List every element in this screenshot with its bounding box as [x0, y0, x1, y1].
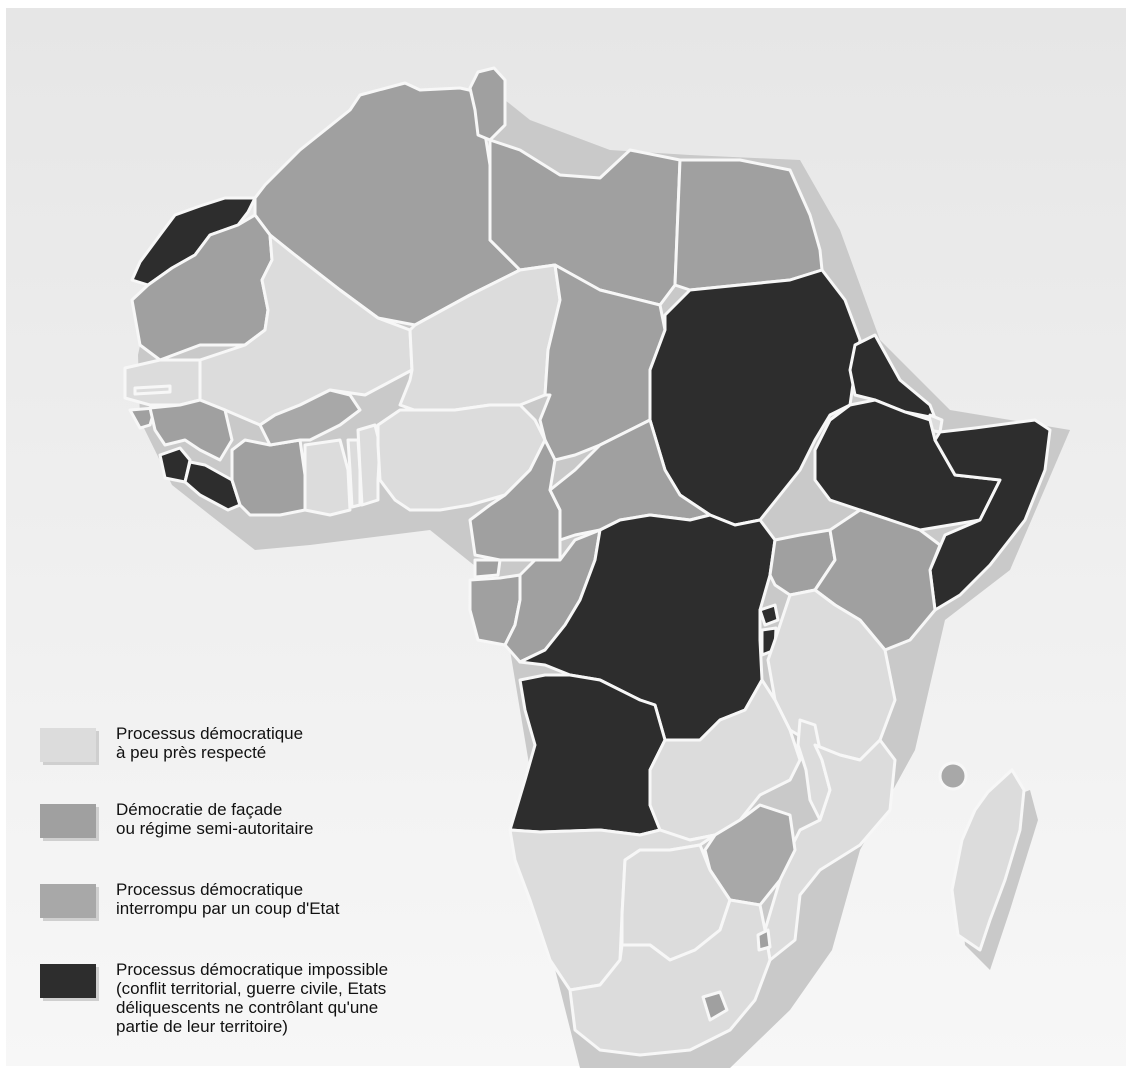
country-zambia [648, 678, 802, 842]
legend-label-coup: Processus démocratique interrompu par un… [116, 880, 340, 918]
country-tunisia [468, 66, 507, 142]
country-ethiopia [813, 398, 1002, 532]
country-swaziland [756, 928, 772, 952]
country-guinea [148, 398, 234, 462]
legend-label-dark: Processus démocratique impossible (confl… [116, 960, 389, 1036]
country-chad [538, 263, 667, 462]
legend-item-light: Processus démocratique à peu près respec… [40, 724, 303, 762]
country-cameroon [468, 438, 562, 562]
country-benin [356, 423, 382, 507]
country-equatorial-guinea [473, 558, 502, 579]
country-senegal [123, 358, 202, 407]
country-eritrea [848, 333, 937, 420]
country-gambia [133, 384, 172, 396]
country-somalia [928, 418, 1052, 612]
country-niger [398, 263, 562, 414]
countries [123, 66, 1052, 1057]
legend-item-medium: Démocratie de façade ou régime semi-auto… [40, 800, 313, 838]
country-ivory-coast [230, 438, 307, 517]
legend-swatch-light [40, 728, 96, 762]
legend-label-medium: Démocratie de façade ou régime semi-auto… [116, 800, 314, 838]
legend-swatch-medium [40, 804, 96, 838]
legend-swatch-dark [40, 964, 96, 998]
country-rwanda [758, 603, 780, 627]
legend-label-light: Processus démocratique à peu près respec… [116, 724, 304, 762]
country-ghana [303, 438, 352, 517]
legend-item-dark: Processus démocratique impossible (confl… [40, 960, 388, 1036]
country-south-africa [568, 898, 772, 1057]
country-guinea-bissau [128, 406, 157, 430]
country-burkina-faso [258, 388, 362, 447]
country-madagascar [950, 768, 1026, 952]
legend-item-coup: Processus démocratique interrompu par un… [40, 880, 339, 918]
country-libya [488, 138, 682, 307]
legend-swatch-coup [40, 884, 96, 918]
country-comoros [938, 761, 968, 791]
country-mozambique [763, 738, 897, 962]
country-lesotho [701, 990, 729, 1022]
